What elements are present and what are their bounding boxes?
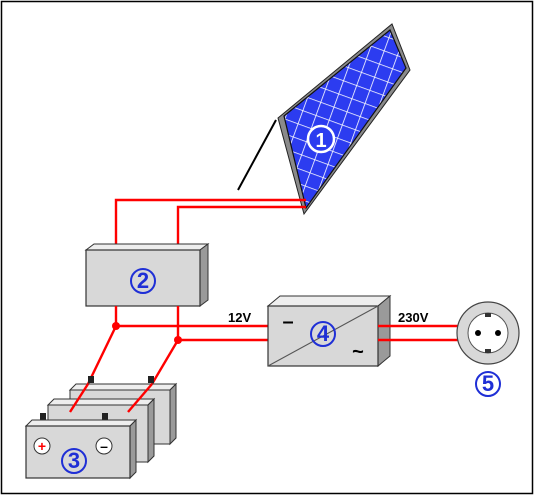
battery-positive-terminal (33, 437, 51, 455)
battery-label: 3 (68, 448, 80, 473)
ac-voltage-label: 230V (398, 310, 429, 325)
solar-panel: 1 (237, 23, 411, 216)
controller-label: 2 (137, 268, 149, 293)
battery-negative-symbol: – (100, 438, 108, 454)
panel-wires (114, 198, 306, 250)
panel-label: 1 (315, 130, 326, 152)
inverter-ac-symbol: ~ (352, 341, 364, 363)
inverter-label: 4 (317, 321, 330, 346)
ac-wires (378, 324, 458, 342)
socket-inner (467, 312, 509, 354)
inverter: – ~ 4 (266, 294, 392, 368)
inverter-diagonal (267, 305, 379, 367)
controller-box (85, 249, 201, 307)
inverter-dc-symbol: – (282, 311, 293, 333)
panel-stand (237, 119, 277, 191)
battery-front: + – 3 (24, 413, 138, 480)
junction-positive (112, 322, 120, 330)
battery-positive-symbol: + (38, 438, 46, 454)
panel-cells (283, 29, 407, 210)
junction-negative (174, 336, 182, 344)
dc-voltage-label: 12V (228, 310, 251, 325)
socket-label: 5 (482, 371, 494, 396)
battery-negative-terminal (95, 437, 113, 455)
panel-label-circle (306, 124, 336, 154)
battery-bank: + – 3 (24, 376, 178, 480)
socket: 5 (456, 301, 520, 397)
charge-controller: 2 (84, 243, 210, 307)
